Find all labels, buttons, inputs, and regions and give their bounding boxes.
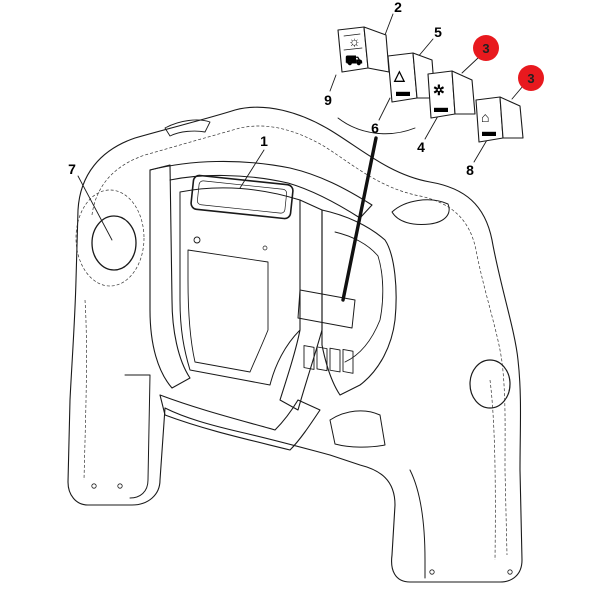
switch-4-side [451, 70, 476, 115]
housing-outline [67, 106, 523, 583]
callout-6: 6 [371, 120, 379, 136]
frame-lower-v [159, 394, 321, 451]
left-leg-hole-2 [117, 483, 123, 489]
switch-8-icon: ⌂ [481, 109, 489, 125]
callout-7: 7 [68, 161, 76, 177]
bolt-hole [193, 236, 201, 244]
switch-bay-recess [334, 231, 384, 363]
leader-3b [511, 85, 524, 100]
leader-7 [77, 175, 113, 241]
lower-center-block [329, 410, 386, 448]
housing-left-leg-contour [83, 299, 87, 481]
left-leg [124, 374, 151, 499]
callout-3a: 3 [482, 41, 489, 56]
right-round-vent [469, 359, 511, 409]
switch-6-lower-icon: ▬ [396, 83, 410, 99]
callout-3b: 3 [527, 71, 534, 86]
display-window-inner [197, 180, 287, 214]
switch-4-3: ✲ ▬ [427, 70, 476, 119]
cluster-lower-panel [187, 249, 269, 373]
dashboard-housing [67, 106, 523, 583]
rocker-switch-icon: ☼ [348, 33, 361, 49]
left-leg-hole [91, 483, 97, 489]
right-leg [409, 469, 426, 579]
right-leg-hole-2 [507, 569, 513, 575]
switch-8-lower-icon: ▬ [482, 123, 496, 139]
group-arc [337, 117, 416, 135]
exploded-switches: ☼ ⛟ △ ▬ ✲ ▬ ⌂ ▬ [337, 26, 524, 143]
callout-3a-badge [473, 35, 499, 61]
housing-right-leg-contour [489, 379, 496, 561]
left-round-vent [91, 215, 137, 271]
switch-9-line [343, 33, 363, 51]
frame-inner-opening [179, 187, 301, 386]
installed-switches [303, 345, 354, 374]
leader-1 [239, 149, 265, 189]
installed-switch-2 [316, 346, 328, 372]
work-light-icon: ⛟ [345, 52, 363, 68]
switch-4-lower-icon: ▬ [434, 99, 448, 115]
callout-4: 4 [417, 139, 425, 155]
leader-lines [77, 13, 524, 302]
frame-left-pillar [149, 164, 191, 389]
callout-1: 1 [260, 133, 268, 149]
top-left-vent [164, 119, 211, 137]
left-vent-housing [75, 189, 145, 287]
installed-switch-1 [303, 345, 315, 370]
leader-3a [461, 57, 479, 74]
hazard-triangle-icon: △ [393, 67, 406, 83]
switch-bay-frame [321, 209, 397, 396]
leader-6 [378, 97, 391, 121]
callout-9: 9 [324, 92, 332, 108]
switch-panel [297, 289, 356, 329]
leader-8 [473, 139, 488, 163]
frame-right-pillar [279, 199, 323, 411]
switch-8-3: ⌂ ▬ [475, 96, 524, 143]
callout-8: 8 [466, 162, 474, 178]
display-window [190, 174, 294, 220]
callout-2: 2 [394, 0, 402, 15]
top-right-vent [391, 199, 450, 225]
callout-3b-badge [518, 65, 544, 91]
right-leg-hole [429, 569, 435, 575]
housing-inner-contour [91, 125, 508, 556]
callout-labels: 1 2 3 3 4 5 6 7 8 9 [68, 0, 535, 178]
installed-switch-3 [329, 347, 341, 373]
callout-5: 5 [434, 24, 442, 40]
installed-switch-4 [342, 349, 354, 374]
assembly-pointer [341, 136, 378, 302]
leader-9 [329, 74, 337, 92]
switch-9-2: ☼ ⛟ [337, 26, 390, 73]
switch-8-side [499, 96, 524, 139]
leader-4 [424, 115, 439, 140]
beacon-icon: ✲ [433, 82, 445, 98]
bolt-hole-small [262, 245, 268, 251]
